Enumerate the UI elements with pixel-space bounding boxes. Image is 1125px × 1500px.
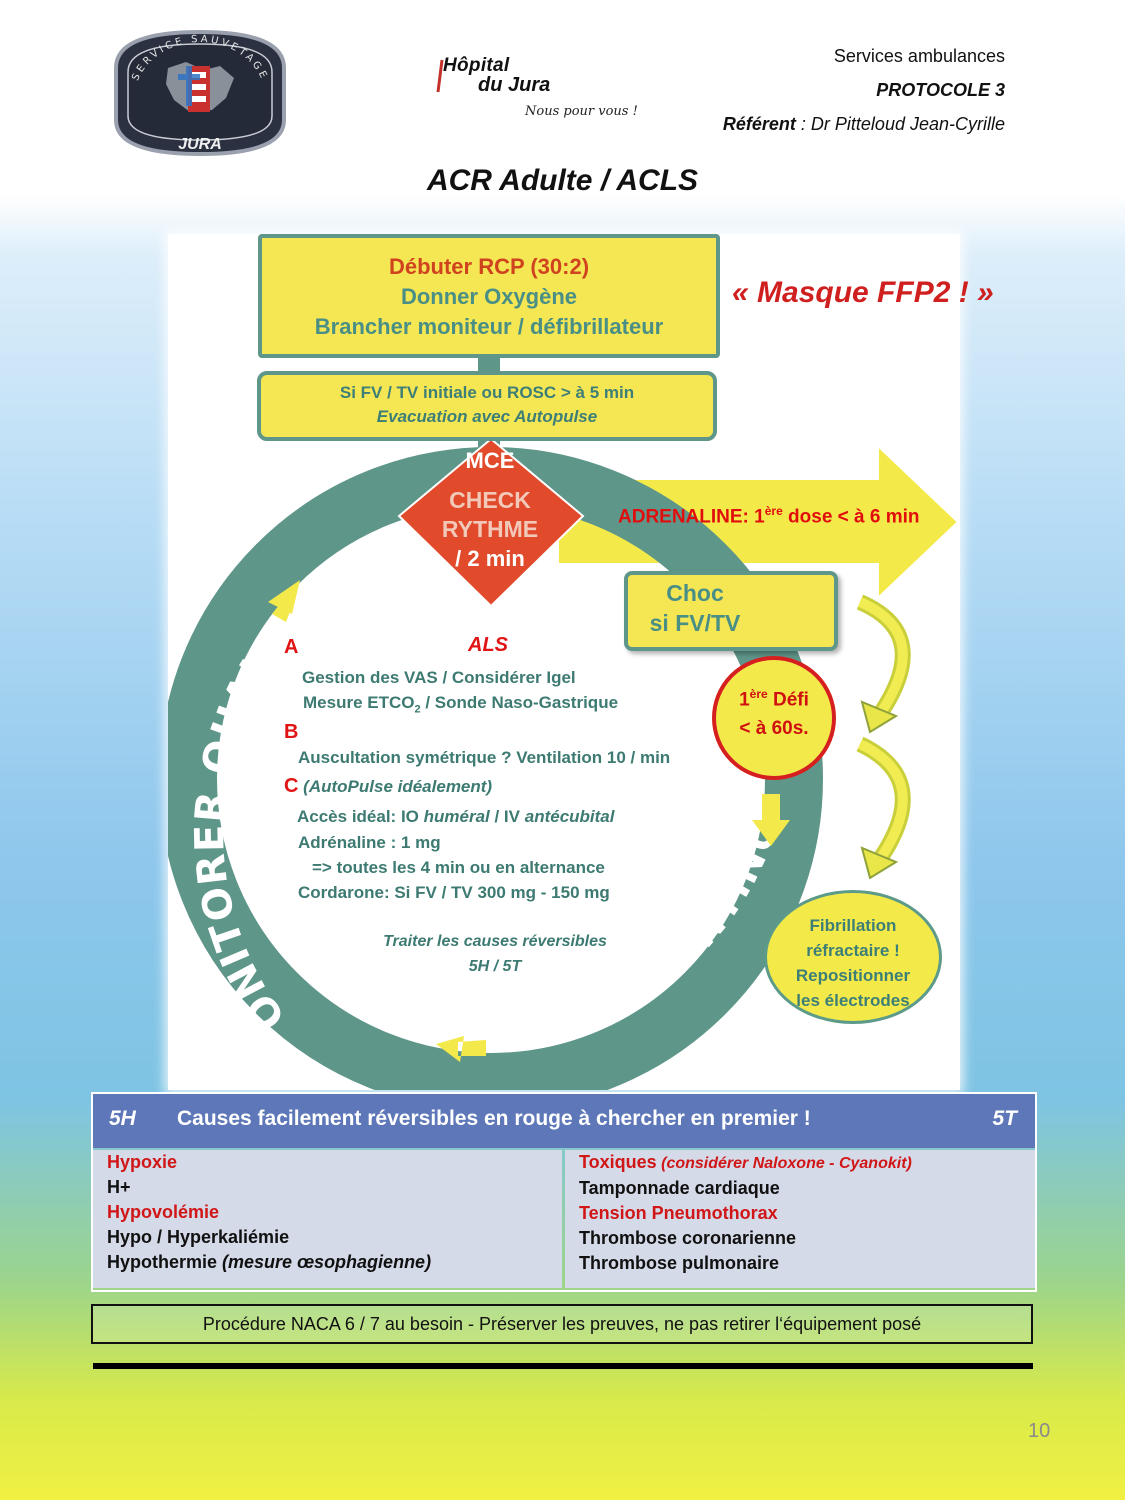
als-title: ALS (468, 634, 508, 656)
als-c-label: C (284, 775, 299, 797)
services-label: Services ambulances (833, 46, 1005, 66)
defib-word: Défi (767, 689, 809, 711)
start-cpr-line: Débuter RCP (30:2) (388, 254, 590, 279)
fib-line3: Repositionner (795, 966, 911, 985)
adrenaline-note: ADRENALINE: 1ère dose < à 6 min (618, 504, 920, 528)
header-center: Causes facilement réversibles en rouge à… (177, 1107, 811, 1130)
reversible-causes-table: 5H Causes facilement réversibles en roug… (91, 1092, 1037, 1292)
etco-rest: / Sonde Naso-Gastrique (420, 693, 619, 712)
toxiques-note: (considérer Naloxone - Cyanokit) (656, 1155, 912, 1172)
t-toxiques: Toxiques (considérer Naloxone - Cyanokit… (579, 1150, 1035, 1176)
give-oxygen-line: Donner Oxygène (400, 284, 578, 309)
page-title: ACR Adulte / ACLS (426, 164, 699, 197)
h-kaliemie: Hypo / Hyperkaliémie (107, 1227, 290, 1247)
als-c-line1: Accès idéal: IO huméral / IV antécubital (297, 807, 614, 827)
hospital-name-line2: du Jura (478, 74, 551, 96)
connect-monitor-line: Brancher moniteur / défibrillateur (314, 314, 664, 339)
als-c-line2: Adrénaline : 1 mg (298, 833, 441, 852)
als-a-label: A (284, 636, 299, 658)
fib-line1: Fibrillation (809, 916, 897, 935)
reversible-causes-line2: 5H / 5T (468, 958, 522, 975)
hospital-logo-mark (436, 59, 444, 93)
header-5t: 5T (992, 1107, 1017, 1130)
page-number: 10 (1028, 1420, 1051, 1442)
mask-ffp2-note: « Masque FFP2 ! » (732, 276, 994, 309)
h-causes-cell: Hypoxie H+ Hypovolémie Hypo / Hyperkalié… (93, 1150, 562, 1288)
fib-line4: les électrodes (796, 991, 910, 1010)
hypothermie-note: (mesure œsophagienne) (217, 1252, 432, 1272)
badge-bottom-text: JURA (178, 136, 222, 153)
als-b-label: B (284, 721, 299, 743)
access-humeral: huméral (423, 807, 490, 826)
refractory-fib-text: Fibrillation réfractaire ! Repositionner… (764, 913, 942, 1013)
defib-num: 1 (739, 689, 750, 711)
check-label: CHECK (449, 487, 531, 513)
start-cpr-box: Débuter RCP (30:2) Donner Oxygène Branch… (258, 234, 720, 358)
t-pulmonaire: Thrombose pulmonaire (579, 1253, 780, 1273)
first-defib-line2: < à 60s. (739, 718, 809, 740)
header-5h: 5H (109, 1107, 136, 1130)
ring-arrow-up-icon (268, 580, 300, 622)
refractory-fib-circle (764, 890, 942, 1024)
divider-rule (93, 1363, 1033, 1369)
t-tamponnade: Tamponnade cardiaque (579, 1178, 780, 1198)
defib-sup: ère (749, 687, 768, 701)
als-b-line1: Auscultation symétrique ? Ventilation 10… (298, 748, 671, 767)
referent-label: Référent (722, 114, 796, 134)
referent-line: Référent : Dr Pitteloud Jean-Cyrille (723, 114, 1005, 135)
shock-line1: Choc (666, 580, 724, 606)
als-a-line2: Mesure ETCO2 / Sonde Naso-Gastrique (303, 693, 618, 715)
table-header: 5H Causes facilement réversibles en roug… (93, 1094, 1035, 1148)
protocol-label: PROTOCOLE 3 (876, 80, 1005, 100)
adrenaline-text: ADRENALINE: 1 (618, 506, 765, 528)
service-sauvetage-badge: SERVICE SAUVETAGE JURA (114, 29, 286, 157)
h-hypovolemie: Hypovolémie (107, 1202, 220, 1222)
etco-label: Mesure ETCO (303, 693, 415, 712)
als-c-row: C (AutoPulse idéalement) (284, 775, 492, 798)
evacuation-box: Si FV / TV initiale ou ROSC > à 5 min Ev… (257, 371, 717, 441)
ring-arrow-down-icon (752, 794, 790, 846)
t-coronarienne: Thrombose coronarienne (579, 1228, 797, 1248)
t-pneumothorax: Tension Pneumothorax (579, 1203, 778, 1223)
hospital-name-line1: Hôpital (443, 55, 510, 76)
adrenaline-text-2: dose < à 6 min (782, 506, 920, 528)
reversible-causes-line1: Traiter les causes réversibles (383, 933, 607, 950)
first-defib-line1: 1ère Défi (712, 680, 836, 714)
shock-box (624, 571, 838, 651)
als-c-line4: Cordarone: Si FV / TV 300 mg - 150 mg (298, 883, 610, 902)
toxiques-label: Toxiques (579, 1152, 657, 1172)
ring-arrow-left-icon (436, 1036, 486, 1062)
every-2-min-label: / 2 min (455, 546, 525, 571)
als-c-note: (AutoPulse idéalement) (298, 777, 493, 796)
shock-text: Choc si FV/TV (640, 578, 750, 638)
h-hypothermie: Hypothermie (mesure œsophagienne) (107, 1250, 562, 1275)
mce-label: MCE (465, 448, 515, 473)
rhythm-label: RYTHME (441, 516, 539, 542)
referent-name: : Dr Pitteloud Jean-Cyrille (795, 114, 1005, 134)
hypothermie-label: Hypothermie (107, 1252, 218, 1272)
first-defib-circle (712, 656, 836, 780)
first-defib-text: 1ère Défi < à 60s. (712, 680, 836, 743)
t-causes-cell: Toxiques (considérer Naloxone - Cyanokit… (565, 1150, 1035, 1288)
shock-line2: si FV/TV (649, 610, 741, 636)
check-rhythm-label: CHECK RYTHME (420, 486, 560, 544)
check-rhythm-diamond (397, 437, 585, 608)
access-text: Accès idéal: IO (297, 807, 424, 826)
evacuation-condition: Si FV / TV initiale ou ROSC > à 5 min (339, 383, 635, 402)
naca-procedure-note: Procédure NACA 6 / 7 au besoin - Préserv… (91, 1304, 1033, 1344)
hospital-tagline: Nous pour vous ! (525, 104, 638, 119)
h-hypoxie: Hypoxie (107, 1152, 178, 1172)
adrenaline-sup: ère (764, 504, 783, 518)
als-a-line1: Gestion des VAS / Considérer Igel (302, 668, 576, 687)
etco-sub: 2 (414, 703, 421, 716)
evacuation-autopulse: Evacuation avec Autopulse (376, 407, 598, 426)
access-antecubital: antécubital (524, 807, 615, 826)
fib-line2: réfractaire ! (806, 941, 900, 960)
access-mid: / IV (489, 807, 525, 826)
h-hplus: H+ (107, 1177, 131, 1197)
als-c-line3: => toutes les 4 min ou en alternance (312, 858, 605, 877)
